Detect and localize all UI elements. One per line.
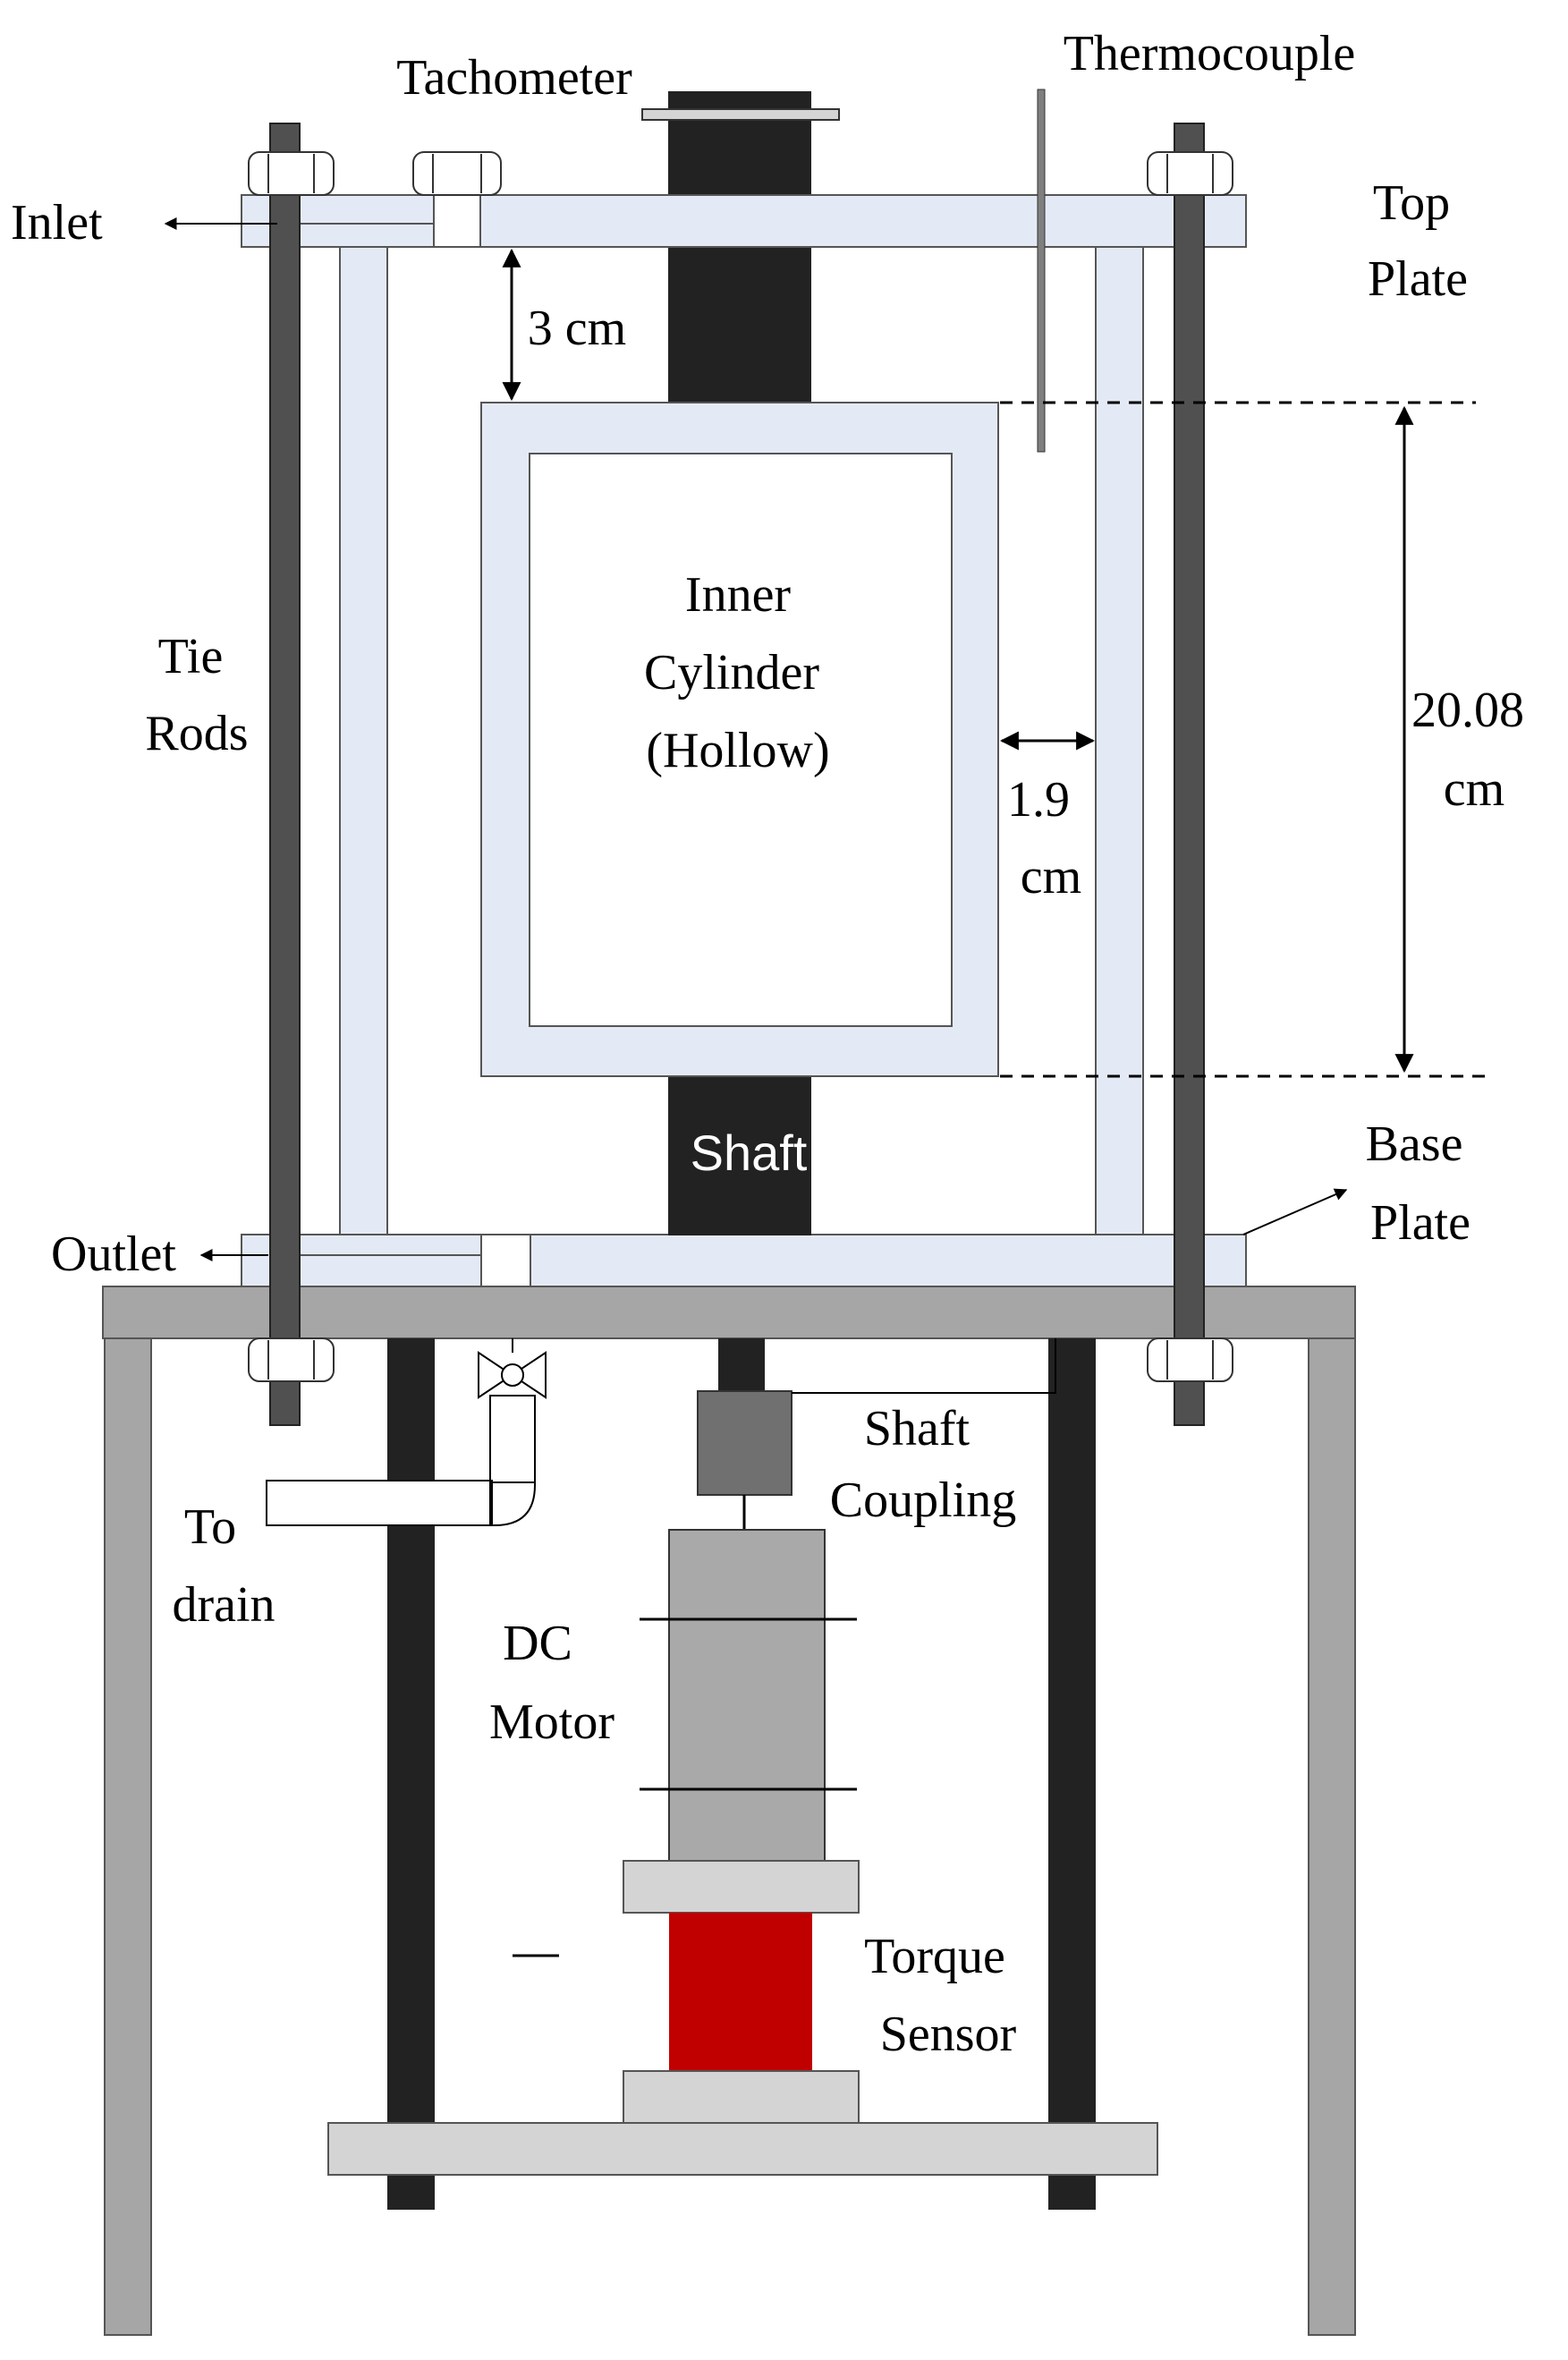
support-column-right	[1048, 1338, 1096, 2210]
outer-wall-right	[1095, 245, 1144, 1235]
bottom-mount-plate	[327, 2122, 1158, 2176]
shaft-coupling-label: Shaft Coupling	[830, 1401, 1016, 1528]
gap-top-label: 3 cm	[528, 301, 626, 356]
tie-rod-right	[1174, 123, 1205, 1426]
nut-icon	[1147, 151, 1233, 196]
drain-pipe-elbow	[489, 1480, 536, 1526]
base-plate-leader	[1242, 1188, 1348, 1235]
drain-pipe-vertical	[489, 1395, 536, 1486]
outer-wall-left	[339, 245, 388, 1235]
torque-flange-bottom	[623, 2070, 860, 2124]
tie-rod-left	[269, 123, 301, 1426]
drain-valve-icon	[478, 1338, 547, 1399]
base-plate	[241, 1234, 1247, 1287]
frame-left-leg	[104, 1337, 152, 2336]
gap-side-label: 1.9 cm	[1007, 772, 1082, 904]
support-column-left	[387, 1338, 435, 2210]
to-drain-label: To drain	[172, 1499, 275, 1633]
nut-icon	[248, 151, 335, 196]
frame-table-top	[102, 1286, 1356, 1339]
inner-cylinder-label: Inner Cylinder (Hollow)	[644, 567, 832, 778]
tachometer-label: Tachometer	[396, 50, 632, 106]
shaft-label: Shaft	[691, 1125, 808, 1181]
nut-icon	[248, 1337, 335, 1382]
top-plate	[241, 194, 1247, 248]
dc-motor	[668, 1529, 826, 1862]
thermocouple-label: Thermocouple	[1064, 26, 1356, 81]
shaft-coupling	[697, 1390, 792, 1496]
shaft-lower	[668, 1076, 811, 1235]
drain-pipe-horizontal	[266, 1480, 493, 1526]
coupling-leader	[792, 1338, 1056, 1394]
inlet-label: Inlet	[11, 195, 103, 250]
base-plate-label: Base Plate	[1366, 1116, 1476, 1251]
torque-flange-top	[623, 1860, 860, 1914]
inlet-port	[433, 194, 481, 248]
torque-sensor	[669, 1913, 812, 2071]
height-label: 20.08 cm	[1411, 683, 1537, 817]
inner-cylinder-hollow	[529, 453, 953, 1027]
tie-rods-label: Tie Rods	[145, 629, 248, 761]
outlet-label: Outlet	[51, 1227, 176, 1282]
thermocouple-probe	[1037, 89, 1046, 453]
nut-icon	[1147, 1337, 1233, 1382]
top-plate-label: Top Plate	[1368, 175, 1468, 307]
torque-sensor-label: Torque Sensor	[864, 1929, 1018, 2062]
inlet-fitting-icon	[412, 151, 502, 196]
tachometer-disc	[641, 108, 840, 121]
lower-shaft	[718, 1338, 765, 1392]
frame-right-leg	[1308, 1337, 1356, 2336]
outlet-port	[480, 1234, 531, 1287]
dc-motor-label: DC Motor	[489, 1616, 614, 1750]
